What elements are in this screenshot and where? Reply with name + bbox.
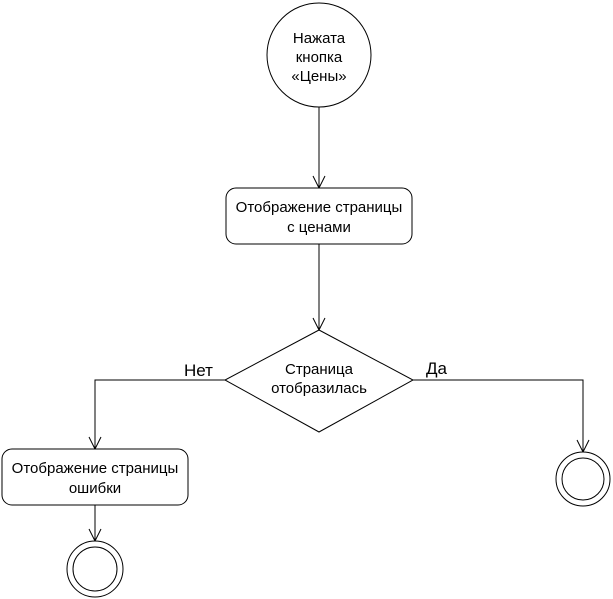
action-show-prices-line-2: с ценами [287, 219, 351, 236]
decision-node-line-2: отобразилась [271, 380, 367, 397]
start-node-line-3: «Цены» [291, 68, 346, 85]
edge-decision-no: Нет [88, 361, 225, 451]
edge-label-no: Нет [184, 361, 213, 380]
action-show-error-line-2: ошибки [69, 480, 121, 497]
edge-error-to-final [88, 505, 102, 543]
edge-prices-to-decision [312, 244, 326, 332]
action-show-prices: Отображение страницы с ценами [225, 187, 413, 245]
start-node: Нажата кнопка «Цены» [266, 2, 372, 108]
final-node-yes [555, 451, 611, 507]
start-node-line-1: Нажата [293, 30, 346, 47]
decision-node-line-1: Страница [285, 361, 354, 378]
action-show-error-line-1: Отображение страницы [12, 460, 179, 477]
edge-label-yes: Да [426, 359, 448, 378]
final-node-no [66, 540, 124, 598]
start-node-line-2: кнопка [296, 49, 343, 66]
edge-decision-yes: Да [413, 359, 590, 454]
action-show-error: Отображение страницы ошибки [1, 448, 189, 506]
edge-start-to-prices [312, 107, 326, 190]
action-show-prices-line-1: Отображение страницы [236, 199, 403, 216]
decision-node: Страница отобразилась [223, 329, 415, 433]
